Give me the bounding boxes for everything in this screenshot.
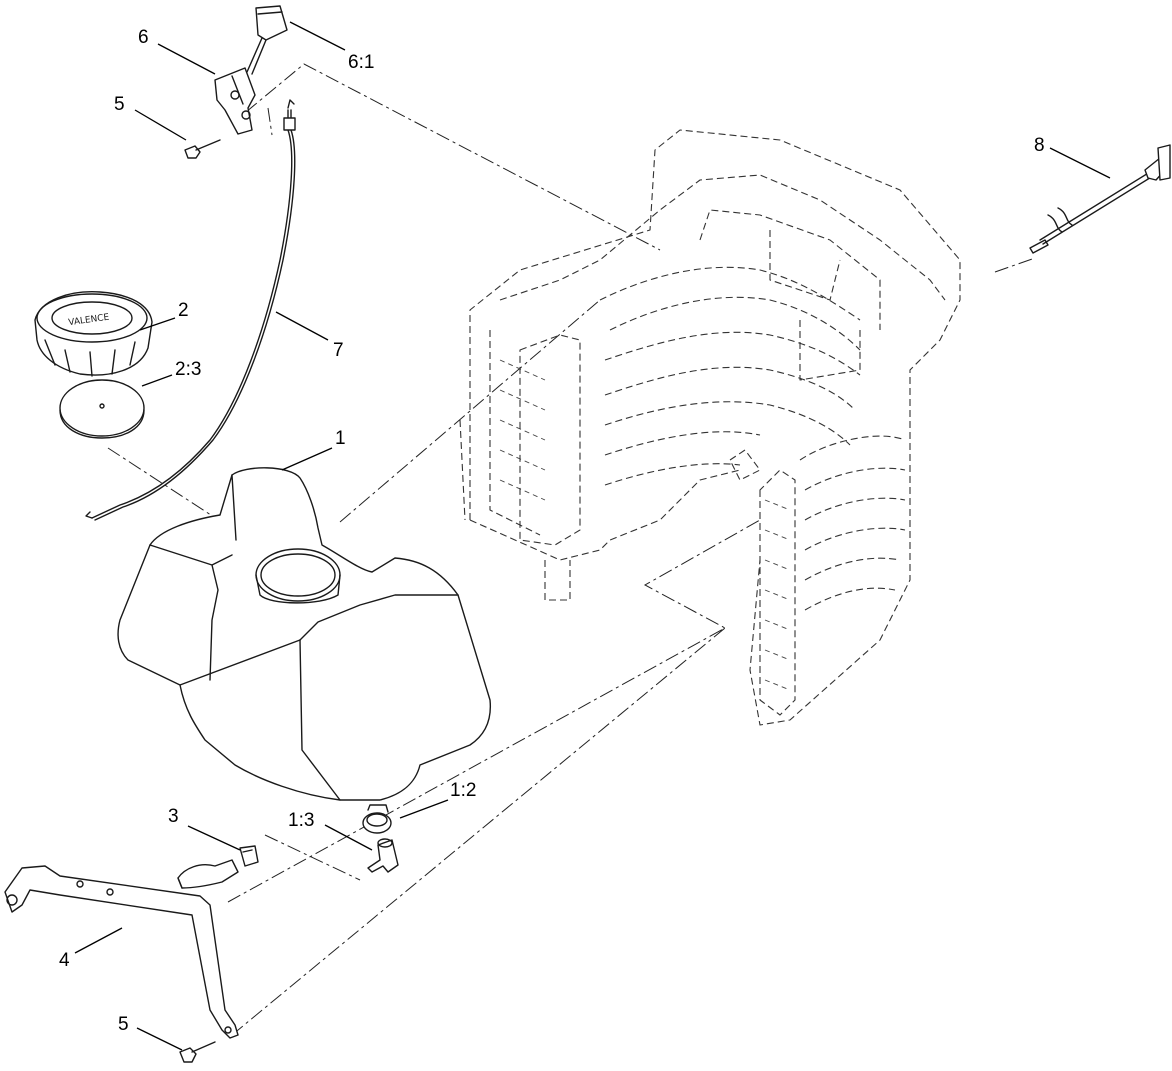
callout-labels: 6 6:1 5 8 2 7 2:3 1 1:2 1:3 3 4 5 (59, 27, 1045, 1035)
bolt-bottom (179, 1041, 216, 1063)
callout-4: 4 (59, 950, 70, 971)
throttle-cable (85, 99, 296, 521)
hose-and-clamp (177, 845, 259, 889)
callout-1-3: 1:3 (288, 810, 314, 831)
callout-1-2: 1:2 (450, 780, 476, 801)
cap-gasket (59, 379, 145, 439)
shroud-body (459, 129, 961, 726)
callout-5-top: 5 (114, 94, 125, 115)
leader-lines (74, 21, 1111, 1051)
assembly-lines (107, 63, 1036, 1036)
callout-2-3: 2:3 (175, 359, 201, 380)
callout-8: 8 (1034, 135, 1045, 156)
fuel-fitting (367, 838, 399, 873)
callout-3: 3 (168, 806, 179, 827)
callout-6-1: 6:1 (348, 52, 374, 73)
throttle-lever (214, 5, 288, 135)
bolt-top (184, 139, 221, 159)
callout-7: 7 (333, 340, 344, 361)
fuel-tank (117, 467, 492, 801)
callout-1: 1 (335, 428, 346, 449)
callout-6: 6 (138, 27, 149, 48)
tank-bracket (4, 865, 239, 1039)
choke-cable (1029, 144, 1171, 254)
fuel-cap: VALENCE (34, 291, 153, 377)
callout-5-bottom: 5 (118, 1014, 129, 1035)
callout-2: 2 (178, 300, 189, 321)
tank-grommet (362, 804, 392, 834)
